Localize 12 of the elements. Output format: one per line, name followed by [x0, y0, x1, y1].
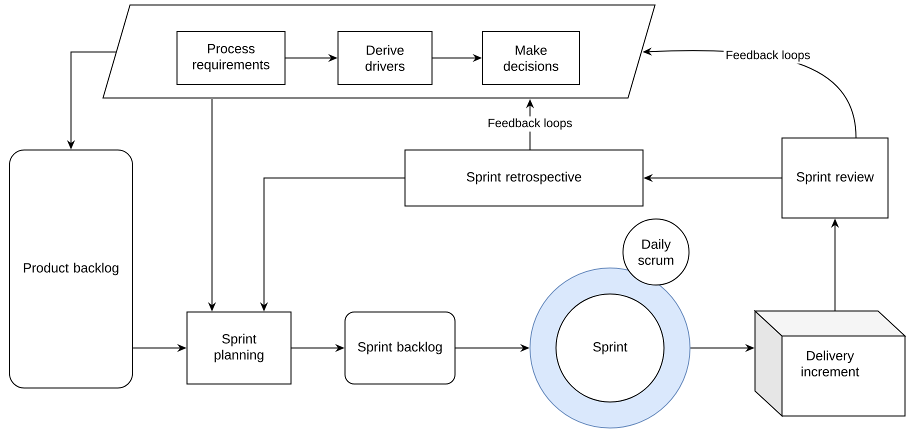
rounded-box: Product backlog — [9, 150, 133, 388]
edge-label: Feedback loops — [724, 48, 812, 64]
circle-node: Sprint — [556, 294, 664, 402]
edge-label: Feedback loops — [486, 116, 574, 132]
process-box: Sprint planning — [186, 312, 292, 384]
rounded-box: Sprint backlog — [344, 312, 456, 384]
circle-node: Daily scrum — [622, 218, 690, 286]
process-box: Process requirements — [176, 31, 286, 85]
process-box: Sprint review — [782, 138, 888, 218]
process-box: Make decisions — [482, 31, 580, 85]
process-box: Derive drivers — [338, 31, 432, 85]
process-box: Sprint retrospective — [404, 150, 644, 206]
